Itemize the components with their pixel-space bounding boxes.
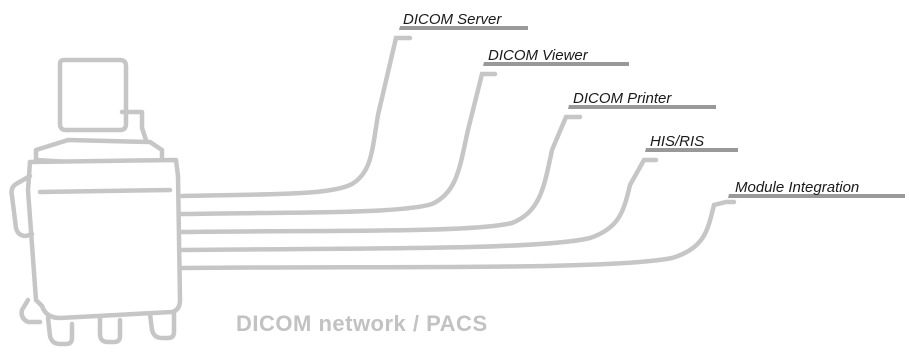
connection-line-dicom-printer <box>179 114 583 235</box>
label-bar-dicom-server <box>399 26 528 30</box>
label-dicom-server: DICOM Server <box>403 11 502 28</box>
label-bar-dicom-viewer <box>483 62 629 66</box>
connection-line-dicom-server <box>179 35 413 199</box>
connection-line-module-integration <box>179 199 737 271</box>
node-dicom-server: DICOM Server <box>399 11 528 30</box>
network-caption: DICOM network / PACS <box>236 311 488 336</box>
label-dicom-viewer: DICOM Viewer <box>488 47 589 64</box>
wheel-front-left <box>45 315 75 347</box>
connection-line-his-ris <box>179 157 659 253</box>
node-his-ris: HIS/RIS <box>645 133 738 152</box>
cabinet-panel-line <box>37 187 173 195</box>
wheel-center <box>97 315 123 345</box>
connection-lines <box>179 35 737 271</box>
wheel-rear-left <box>19 297 43 325</box>
connection-line-dicom-viewer <box>179 71 498 217</box>
label-his-ris: HIS/RIS <box>650 133 704 150</box>
cabinet-outline <box>25 157 183 321</box>
ultrasound-machine-icon <box>9 57 183 347</box>
monitor-outline <box>57 57 129 133</box>
node-dicom-printer: DICOM Printer <box>568 90 716 109</box>
side-handle <box>9 173 35 239</box>
node-dicom-viewer: DICOM Viewer <box>483 47 629 66</box>
label-bar-his-ris <box>645 148 738 152</box>
label-bar-module-integration <box>728 194 905 198</box>
label-bar-dicom-printer <box>568 105 716 109</box>
label-dicom-printer: DICOM Printer <box>573 90 672 107</box>
monitor-stand <box>119 109 149 143</box>
label-module-integration: Module Integration <box>735 179 859 196</box>
node-module-integration: Module Integration <box>728 179 905 198</box>
wheel-front-right <box>147 309 177 341</box>
